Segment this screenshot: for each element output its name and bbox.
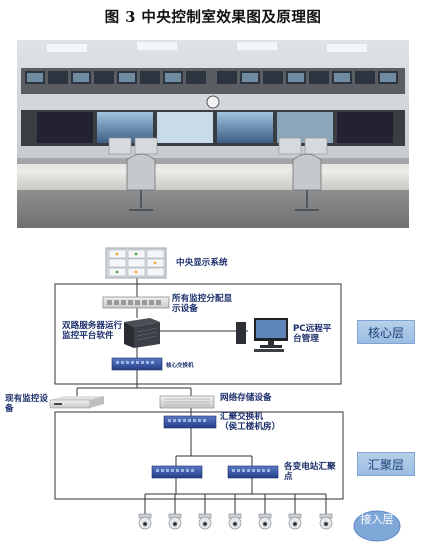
server-icon [124, 318, 160, 348]
distribution-device-label: 所有监控分配显示设备 [172, 294, 233, 314]
aggregation-switch-label: 汇聚交换机（侯工楼机房） [220, 412, 281, 432]
pc-icon [236, 318, 288, 352]
camera-icon [168, 513, 182, 530]
camera-icon [198, 513, 212, 530]
camera-icons [138, 513, 333, 530]
pc-platform-label: PC远程平台管理 [293, 324, 332, 344]
camera-icon [288, 513, 302, 530]
aggregation-layer-tag: 汇聚层 [357, 452, 415, 476]
display-wall-icon [105, 247, 167, 279]
access-layer-oval [353, 510, 401, 542]
substation-switch-left-icon [151, 465, 203, 479]
core-switch-label: 核心交换机 [166, 363, 194, 369]
distribution-device-icon [102, 296, 170, 309]
aggregation-switch-icon [163, 415, 217, 429]
camera-icon [319, 513, 333, 530]
server-label: 双路服务器运行监控平台软件 [62, 321, 123, 341]
figure-title: 图 3 中央控制室效果图及原理图 [104, 9, 322, 26]
control-room-photo [17, 40, 409, 228]
network-storage-label: 网络存储设备 [220, 393, 272, 403]
core-switch-icon [111, 357, 163, 371]
camera-icon [138, 513, 152, 530]
existing-monitor-label: 现有监控设备 [5, 394, 48, 414]
substation-switch-right-icon [227, 465, 279, 479]
network-storage-icon [159, 395, 215, 409]
aggregation-layer-frame [54, 411, 344, 500]
central-display-label: 中央显示系统 [176, 258, 228, 268]
core-layer-tag: 核心层 [357, 320, 415, 344]
camera-icon [258, 513, 272, 530]
access-layer-label: 接入层 [360, 513, 394, 526]
substation-aggregation-label: 各变电站汇聚点 [284, 462, 336, 482]
camera-icon [228, 513, 242, 530]
existing-monitor-device-icon [49, 396, 104, 409]
core-layer-frame [54, 283, 342, 385]
